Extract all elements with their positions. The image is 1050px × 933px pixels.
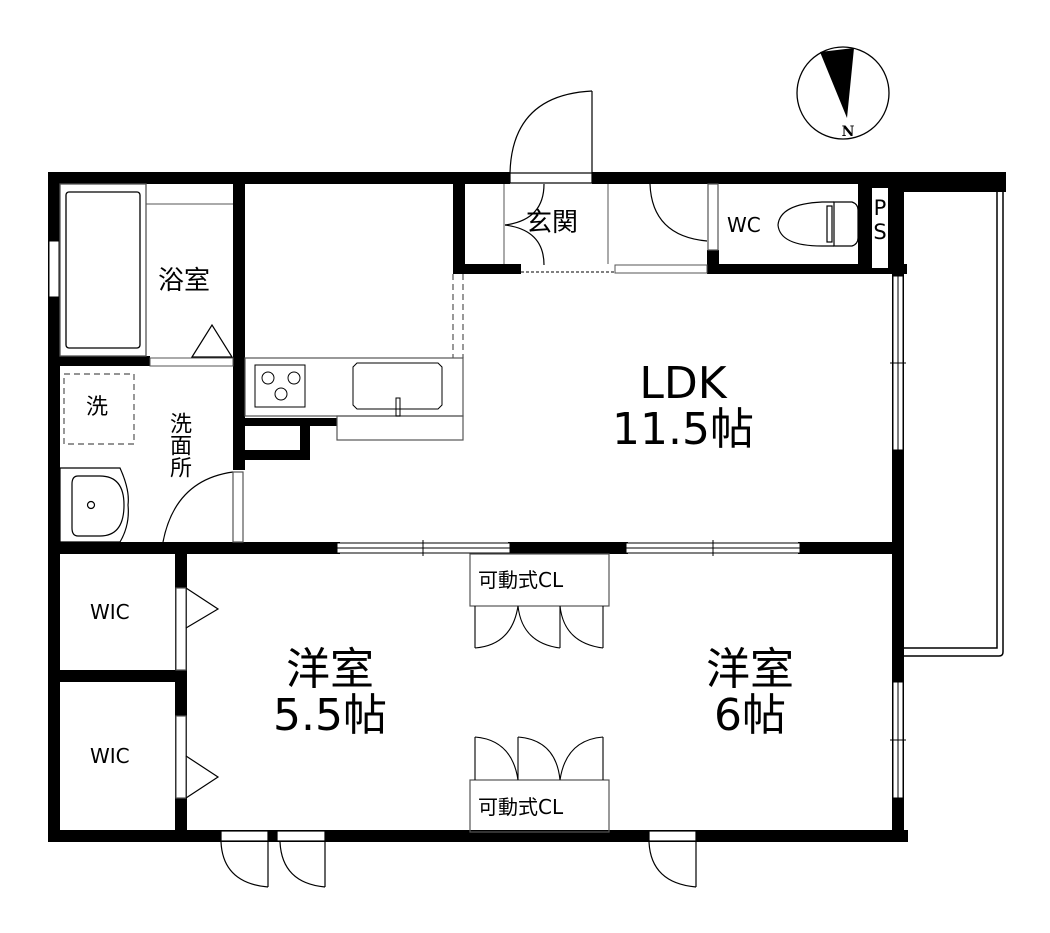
toilet-icon — [777, 201, 859, 247]
bathtub-icon — [59, 183, 147, 357]
washer-space — [63, 373, 135, 445]
closet-bottom-label: 可動式CL — [478, 795, 564, 819]
western-room-1-size: 5.5帖 — [273, 690, 387, 741]
wic-1-label: WIC — [90, 600, 130, 624]
wic-door-icons — [175, 587, 220, 799]
washbasin-icon — [59, 467, 129, 543]
washroom-door-icon — [162, 471, 244, 543]
closet-bottom-doors-icon — [474, 736, 604, 781]
balcony — [903, 184, 1004, 657]
bath-door-icon — [190, 323, 234, 358]
svg-text:N: N — [842, 124, 855, 140]
western-room-2-size: 6帖 — [714, 690, 786, 741]
western-room-1: 洋室 5.5帖 — [240, 648, 420, 738]
north-arrow-icon: N — [796, 46, 890, 140]
bathroom-label: 浴室 — [158, 266, 211, 296]
entrance-floor — [503, 184, 708, 274]
wc-door-icon — [649, 183, 719, 251]
sink-icon — [352, 362, 443, 417]
ldk-label: LDK — [639, 358, 727, 409]
washer-label: 洗 — [86, 395, 109, 420]
ldk-room: LDK 11.5帖 — [588, 362, 778, 452]
ps-label: PS — [868, 196, 892, 244]
closet-top — [469, 553, 610, 607]
entrance-double-door-icon — [504, 183, 545, 266]
entrance-label: 玄関 — [526, 208, 579, 238]
kitchen-counter — [244, 274, 464, 441]
bottom-doors-icon — [220, 830, 697, 888]
stove-icon — [254, 364, 306, 408]
wc-label: WC — [727, 213, 761, 237]
washroom-label: 洗面所 — [166, 412, 191, 478]
entrance-door-icon — [509, 90, 593, 184]
interior-sliding-windows — [336, 540, 801, 556]
western-room-2-label: 洋室 — [706, 644, 794, 695]
windows — [48, 240, 906, 799]
western-room-1-label: 洋室 — [286, 644, 374, 695]
closet-top-doors-icon — [474, 605, 604, 649]
ldk-size: 11.5帖 — [612, 404, 754, 455]
closet-top-label: 可動式CL — [478, 568, 564, 592]
wic-2-label: WIC — [90, 744, 130, 768]
western-room-2: 洋室 6帖 — [660, 648, 840, 738]
closet-bottom — [469, 779, 610, 833]
